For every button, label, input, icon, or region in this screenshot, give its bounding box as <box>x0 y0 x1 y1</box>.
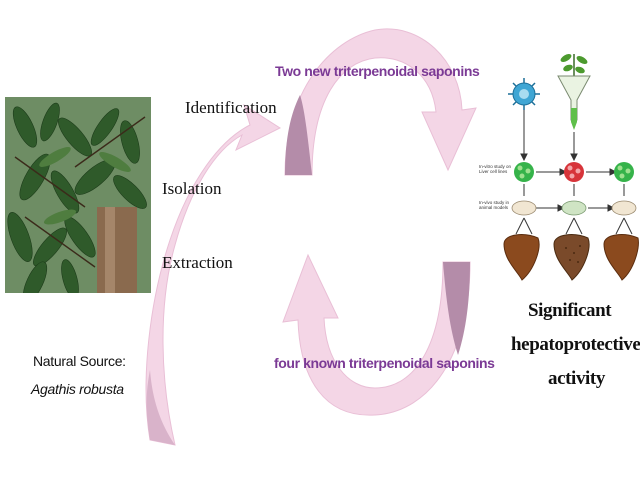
rat-icon <box>511 200 637 216</box>
natural-source-label: Natural Source: <box>33 353 126 369</box>
agathis-robusta-photo <box>5 97 151 293</box>
bioassay-scheme: In-vitro study on Liver cell lines In-vi… <box>474 48 640 293</box>
upper-arc-dark <box>285 95 312 175</box>
healthy-cells-icon <box>514 162 534 182</box>
in-vitro-label: In-vitro study on Liver cell lines <box>479 164 512 174</box>
extraction-label: Extraction <box>162 253 233 272</box>
virus-icon <box>508 78 540 110</box>
damaged-cells-icon <box>564 162 584 182</box>
process-arrow-shadow <box>146 370 175 445</box>
liver-icon <box>503 234 639 281</box>
activity-line-1: Significant <box>528 300 612 321</box>
identification-label: Identification <box>185 98 277 117</box>
protected-cells-icon <box>614 162 634 182</box>
known-compounds-label: four known triterpenoidal saponins <box>274 355 495 371</box>
lower-arc-arrow <box>282 253 471 416</box>
in-vivo-label: In-vivo study in animal models <box>479 200 510 210</box>
upper-arc-arrow <box>284 28 477 176</box>
species-name: Agathis robusta <box>31 381 124 397</box>
isolation-label: Isolation <box>162 179 222 198</box>
activity-line-3: activity <box>548 368 605 389</box>
new-compounds-label: Two new triterpenoidal saponins <box>275 63 480 79</box>
plant-extract-icon <box>557 54 591 130</box>
lower-arc-dark <box>443 262 470 355</box>
process-arrow <box>145 103 282 446</box>
activity-line-2: hepatoprotective <box>511 334 640 355</box>
